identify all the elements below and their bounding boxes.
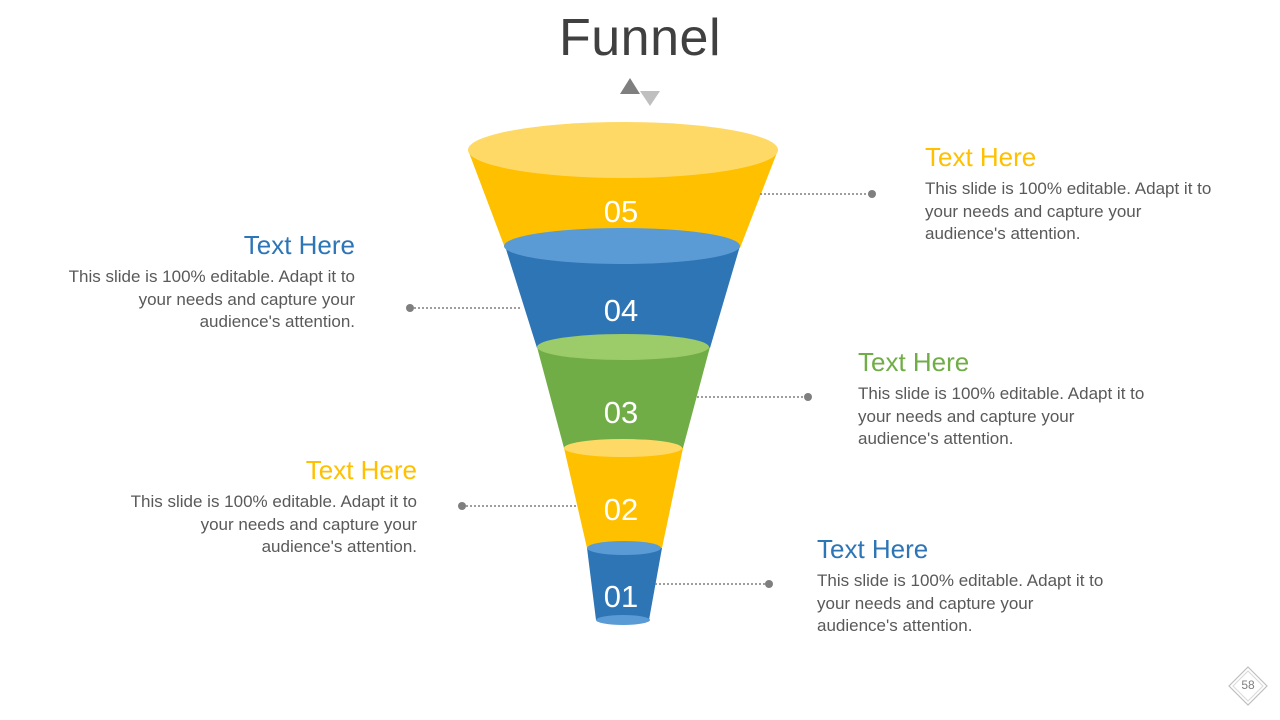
funnel-number-04: 04: [604, 293, 638, 328]
callout-02-title: Text Here: [305, 455, 417, 485]
callout-03: Text Here This slide is 100% editable. A…: [858, 347, 1148, 451]
connector-03: [697, 393, 812, 401]
connector-05: [760, 190, 876, 198]
funnel-level-04: [504, 228, 740, 348]
callout-05-text: This slide is 100% editable. Adapt it to…: [925, 179, 1212, 243]
callout-03-title: Text Here: [858, 347, 970, 377]
funnel-number-02: 02: [604, 492, 638, 527]
callout-04-text: This slide is 100% editable. Adapt it to…: [68, 267, 355, 331]
callout-05-title: Text Here: [925, 142, 1037, 172]
callout-05: Text Here This slide is 100% editable. A…: [925, 142, 1215, 246]
funnel-level-01: [587, 541, 662, 625]
funnel-number-05: 05: [604, 194, 638, 229]
page-number: 58: [1241, 678, 1255, 692]
callout-04-title: Text Here: [243, 230, 355, 260]
callout-01: Text Here This slide is 100% editable. A…: [817, 534, 1107, 638]
connector-04: [406, 304, 522, 312]
funnel-number-03: 03: [604, 395, 638, 430]
connector-01: [655, 580, 773, 588]
funnel-level-03: [537, 334, 710, 448]
page-number-badge-icon: [1228, 666, 1268, 706]
callout-01-title: Text Here: [817, 534, 929, 564]
callout-02-text: This slide is 100% editable. Adapt it to…: [130, 492, 417, 556]
callout-03-text: This slide is 100% editable. Adapt it to…: [858, 384, 1145, 448]
funnel-level-02: [564, 439, 683, 548]
slide-title: Funnel: [559, 9, 721, 67]
funnel-number-01: 01: [604, 579, 638, 614]
sort-arrows-icon: [620, 78, 660, 106]
callout-01-text: This slide is 100% editable. Adapt it to…: [817, 571, 1104, 635]
callout-02: Text Here This slide is 100% editable. A…: [127, 455, 417, 559]
callout-04: Text Here This slide is 100% editable. A…: [65, 230, 355, 334]
connector-02: [458, 502, 576, 510]
funnel-level-05: [468, 122, 778, 248]
